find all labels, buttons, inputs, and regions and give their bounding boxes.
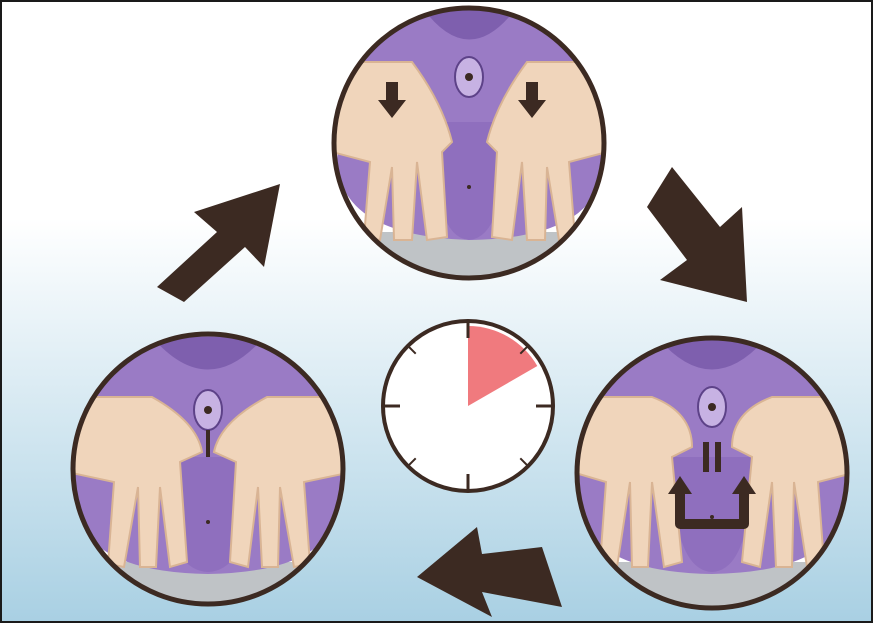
- timer-clock: [383, 321, 553, 491]
